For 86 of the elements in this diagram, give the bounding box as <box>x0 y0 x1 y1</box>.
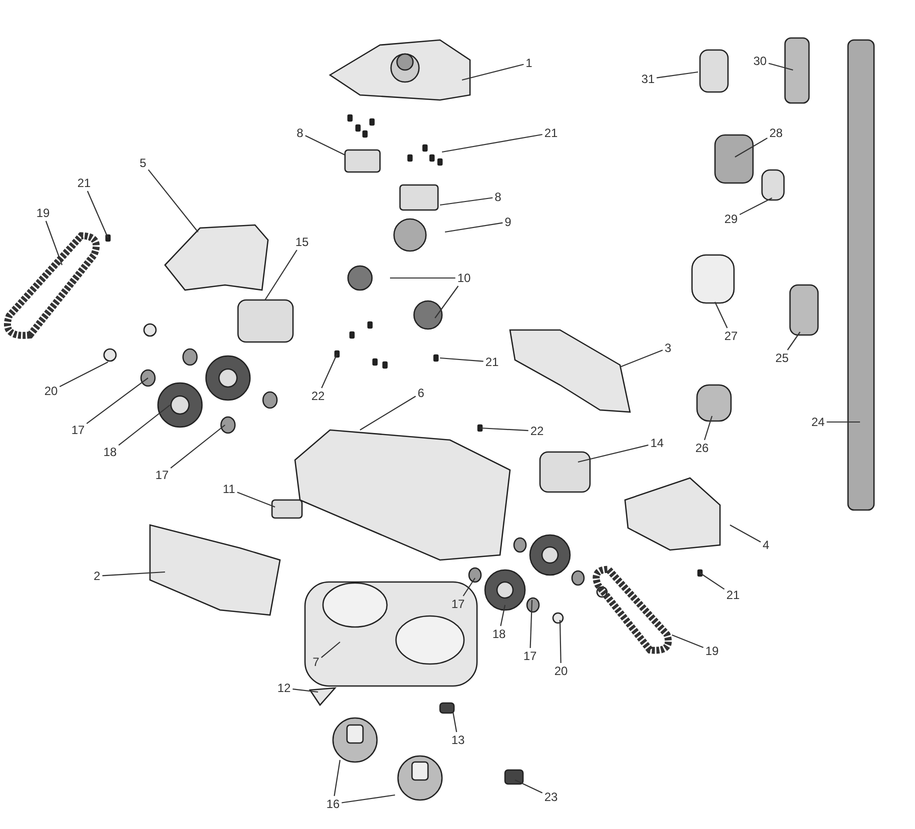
callout-number: 5 <box>138 156 148 170</box>
callout-number: 6 <box>416 386 426 400</box>
callout-number: 13 <box>450 733 466 747</box>
leader-line <box>442 134 542 153</box>
callout-number: 1 <box>524 56 534 70</box>
leader-line <box>45 220 63 266</box>
leader-line <box>500 604 506 626</box>
leader-line <box>321 642 340 658</box>
callout-number: 23 <box>543 790 559 804</box>
leader-line <box>672 634 704 648</box>
callout-number: 27 <box>723 329 739 343</box>
leader-line <box>462 64 524 81</box>
callout-number: 19 <box>704 644 720 658</box>
leader-line <box>714 302 728 328</box>
callout-number: 16 <box>325 797 341 811</box>
leader-line <box>334 760 341 796</box>
leader-line <box>86 190 108 238</box>
callout-number: 9 <box>504 215 512 229</box>
callout-number: 8 <box>494 190 502 204</box>
leader-line <box>730 524 761 543</box>
leader-line <box>700 572 725 590</box>
callout-number: 8 <box>296 126 304 140</box>
callout-number: 22 <box>310 389 326 403</box>
leader-line <box>86 378 148 424</box>
callout-number: 20 <box>553 664 569 678</box>
callout-number: 11 <box>222 482 236 496</box>
callout-number: 21 <box>76 176 92 190</box>
leader-line <box>170 424 226 469</box>
callout-number: 30 <box>752 54 768 68</box>
leader-line <box>102 571 166 576</box>
leader-line <box>342 794 396 804</box>
leader-line <box>620 350 663 368</box>
callout-number: 22 <box>529 424 545 438</box>
leader-line <box>264 250 298 300</box>
leader-line <box>704 416 713 440</box>
leader-line <box>559 620 562 664</box>
callout-number: 24 <box>810 415 826 429</box>
leader-line <box>434 286 459 318</box>
leader-line <box>305 135 346 156</box>
leader-line <box>390 277 456 279</box>
callout-number: 28 <box>768 126 784 140</box>
leader-line <box>514 780 543 794</box>
leader-line <box>440 197 493 206</box>
leader-line <box>826 421 860 423</box>
leader-line <box>656 71 698 78</box>
callout-number: 4 <box>762 538 770 552</box>
callout-number: 17 <box>154 468 170 482</box>
callout-number: 15 <box>294 235 310 249</box>
leader-line <box>480 427 528 432</box>
callout-number: 21 <box>725 588 741 602</box>
callout-number: 12 <box>276 681 292 695</box>
callout-number: 2 <box>92 569 102 583</box>
callout-number: 17 <box>522 649 538 663</box>
callout-number: 19 <box>35 206 51 220</box>
callout-number: 21 <box>484 355 500 369</box>
callout-number: 26 <box>694 441 710 455</box>
leader-line <box>444 222 503 233</box>
leader-line <box>739 198 772 216</box>
callout-number: 17 <box>450 597 466 611</box>
leader-line <box>768 62 794 71</box>
leader-line <box>734 138 768 158</box>
leader-line <box>462 578 476 596</box>
callout-number: 10 <box>456 271 472 285</box>
callout-number: 20 <box>43 384 59 398</box>
leader-line <box>118 404 170 446</box>
leader-line <box>440 357 484 362</box>
callout-number: 7 <box>312 655 320 669</box>
leader-line <box>237 492 276 508</box>
leader-line <box>292 688 318 693</box>
callout-number: 21 <box>543 126 559 140</box>
callout-number: 31 <box>640 72 656 86</box>
leader-line <box>321 354 338 388</box>
leader-line <box>148 169 198 232</box>
leader-line <box>578 444 648 463</box>
leader-line <box>787 332 800 350</box>
leader-line <box>452 712 458 732</box>
callout-number: 14 <box>649 436 665 450</box>
callout-number: 3 <box>664 341 672 355</box>
callout-number: 25 <box>774 351 790 365</box>
leader-line <box>360 396 416 430</box>
callout-number: 18 <box>102 445 118 459</box>
leader-line <box>59 362 108 388</box>
callout-number: 18 <box>491 627 507 641</box>
callout-number: 17 <box>70 423 86 437</box>
callout-number: 29 <box>723 212 739 226</box>
leader-line <box>530 600 533 648</box>
